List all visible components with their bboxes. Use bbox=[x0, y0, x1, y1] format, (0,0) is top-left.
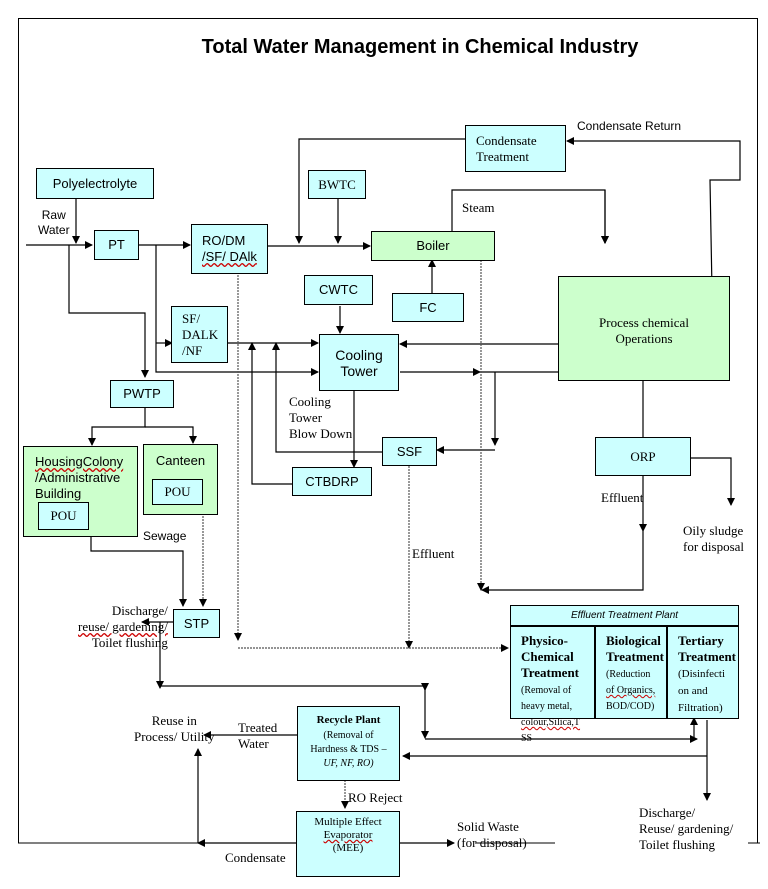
node-ctbdrp[interactable]: CTBDRP bbox=[292, 467, 372, 496]
label-ro-reject: RO Reject bbox=[348, 790, 403, 805]
arrow-condtreat-ro bbox=[295, 138, 465, 244]
node-stp[interactable]: STP bbox=[173, 609, 220, 638]
node-bwtc[interactable]: BWTC bbox=[308, 170, 366, 199]
diagram-title: Total Water Management in Chemical Indus… bbox=[201, 36, 639, 58]
node-pou-housing[interactable]: POU bbox=[38, 502, 89, 530]
node-ssf[interactable]: SSF bbox=[382, 437, 437, 466]
label-steam: Steam bbox=[462, 200, 495, 215]
label-solid-waste: Solid Waste(for disposal) bbox=[457, 819, 527, 850]
arrow-pwtp-housing bbox=[88, 407, 146, 446]
label-effluent-mid: Effluent bbox=[412, 546, 455, 561]
arrow-effluent-etp bbox=[481, 531, 644, 594]
label-condensate: Condensate bbox=[225, 850, 286, 865]
node-fc[interactable]: FC bbox=[392, 293, 464, 322]
arrow-cond-return bbox=[566, 137, 741, 291]
arrow-pt-ct bbox=[155, 245, 319, 376]
node-orp[interactable]: ORP bbox=[595, 437, 691, 476]
arrow-pt-pwtp bbox=[68, 245, 149, 378]
label-discharge-etp: Discharge/Reuse/ gardening/Toilet flushi… bbox=[639, 805, 734, 852]
arrow-ssf-back bbox=[272, 342, 382, 453]
node-boiler[interactable]: Boiler bbox=[371, 231, 495, 261]
arrow-orp-sludge bbox=[690, 457, 735, 506]
node-pt[interactable]: PT bbox=[94, 230, 139, 260]
label-effluent-orp: Effluent bbox=[601, 490, 644, 505]
node-pwtp[interactable]: PWTP bbox=[110, 380, 174, 408]
label-condensate-return: Condensate Return bbox=[577, 119, 682, 133]
diagram-frame bbox=[18, 18, 758, 843]
arrow-ctbdrp-back bbox=[248, 342, 293, 485]
etp-header[interactable]: Effluent Treatment Plant bbox=[510, 605, 739, 626]
node-polyelectrolyte[interactable]: Polyelectrolyte bbox=[36, 168, 154, 199]
node-ro-dm[interactable]: RO/DM/SF/ DAlk bbox=[191, 224, 268, 274]
node-pou-canteen[interactable]: POU bbox=[152, 479, 203, 505]
label-discharge-stp: Discharge/reuse/ gardening/Toilet flushi… bbox=[78, 603, 168, 650]
arrow-sewage-stp bbox=[90, 536, 187, 607]
node-cwtc[interactable]: CWTC bbox=[304, 275, 373, 305]
label-sewage: Sewage bbox=[143, 529, 187, 543]
node-sf-dalk-nf[interactable]: SF/DALK/NF bbox=[171, 306, 228, 363]
